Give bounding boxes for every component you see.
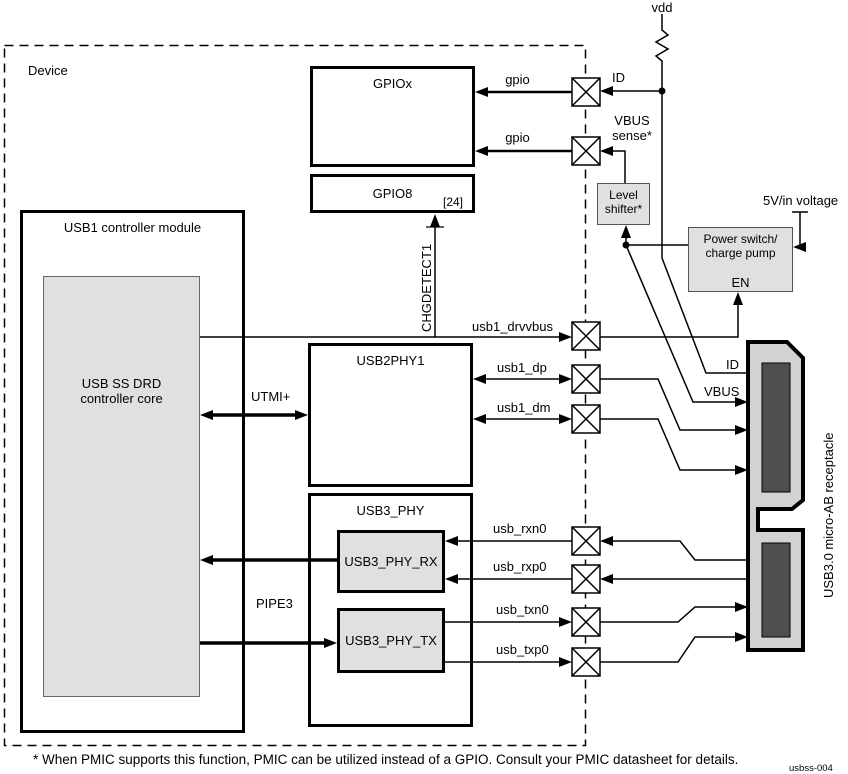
- receptacle-id-label: ID: [726, 357, 739, 372]
- usb3-receptacle: [746, 340, 805, 652]
- power-switch-block: Power switch/ charge pump EN: [688, 227, 793, 292]
- usb3-phy-title: USB3_PHY: [356, 503, 425, 518]
- pad-usb1-dm: [571, 404, 601, 434]
- io-pads: [571, 77, 601, 677]
- wire-drvvbus-pad-to-en: [600, 294, 739, 338]
- footnote: * When PMIC supports this function, PMIC…: [33, 752, 739, 767]
- core-title-line1: USB SS DRD: [81, 376, 162, 391]
- gpio8-block: GPIO8 [24]: [310, 174, 475, 213]
- wire-usb-txn0-to-receptacle: [600, 606, 737, 623]
- supply-5v-label: 5V/in voltage: [763, 193, 839, 208]
- wire-vdd-pullup-to-receptacle-id: [654, 14, 749, 374]
- usb1-drvvbus-label: usb1_drvvbus: [472, 319, 553, 334]
- chgdetect1-label: CHGDETECT1: [419, 244, 434, 332]
- wire-usb1-dm-to-receptacle: [600, 418, 737, 471]
- level-shifter-line1: Level: [609, 188, 638, 202]
- wire-levelshifter-to-vbus-sense-pad: [611, 150, 626, 183]
- usb2phy1-block: USB2PHY1: [308, 343, 473, 487]
- usb3-phy-tx-title: USB3_PHY_TX: [345, 633, 437, 648]
- pad-usb-rxp0: [571, 564, 601, 594]
- id-pad-label: ID: [612, 70, 625, 85]
- usb-ss-drd-core-block: USB SS DRD controller core: [43, 276, 200, 697]
- gpio8-bus-width-label: [24]: [442, 195, 463, 209]
- gpiox-title: GPIOx: [372, 76, 412, 91]
- wire-junction-to-receptacle-vbus: [625, 244, 737, 403]
- gpio8-title: GPIO8: [372, 186, 413, 201]
- core-title-line2: controller core: [80, 391, 163, 406]
- pad-id-gpio: [571, 77, 601, 107]
- receptacle-upper-slot: [761, 362, 791, 493]
- pad-usb-rxn0: [571, 526, 601, 556]
- junction-vbus: [622, 241, 630, 249]
- device-label: Device: [28, 63, 68, 78]
- usb-txn0-label: usb_txn0: [496, 602, 549, 617]
- usb1-dm-label: usb1_dm: [497, 400, 551, 415]
- usb1-dp-label: usb1_dp: [497, 360, 547, 375]
- power-switch-line1: Power switch/: [703, 232, 778, 246]
- utmi-label: UTMI+: [251, 389, 291, 404]
- wire-usb-txp0-to-receptacle: [600, 636, 737, 663]
- usb1-controller-module-block: USB1 controller module: [20, 210, 245, 733]
- vbus-sense-line2: sense*: [612, 128, 652, 143]
- usb2phy1-title: USB2PHY1: [356, 353, 425, 368]
- wire-usb-rxn0-from-receptacle: [612, 540, 749, 561]
- power-switch-line2: charge pump: [705, 246, 776, 260]
- usb3-phy-block: USB3_PHY: [308, 493, 473, 727]
- arrowheads: [200, 86, 806, 667]
- usb3-phy-rx-title: USB3_PHY_RX: [344, 554, 438, 569]
- pad-usb1-dp: [571, 364, 601, 394]
- usb3-phy-rx-block: USB3_PHY_RX: [337, 530, 445, 593]
- pad-vbus-sense-gpio: [571, 136, 601, 166]
- usb-rxp0-label: usb_rxp0: [493, 559, 547, 574]
- usb1-controller-module-title: USB1 controller module: [63, 220, 202, 235]
- usb3-phy-tx-block: USB3_PHY_TX: [337, 608, 445, 673]
- power-switch-en-label: EN: [731, 275, 750, 290]
- pad-usb1-drvvbus: [571, 321, 601, 351]
- wire-usb1-dp-to-receptacle: [600, 378, 737, 431]
- junction-dots: [622, 87, 666, 249]
- level-shifter-block: Level shifter*: [597, 183, 650, 225]
- usb-rxn0-label: usb_rxn0: [493, 521, 547, 536]
- gpiox-block: GPIOx: [310, 66, 475, 167]
- wire-5v-to-powerswitch: [795, 212, 801, 248]
- vdd-label: vdd: [651, 0, 673, 15]
- receptacle-vbus-label: VBUS: [704, 384, 740, 399]
- pad-usb-txn0: [571, 607, 601, 637]
- receptacle-label: USB3.0 micro-AB receptacle: [821, 433, 836, 598]
- device-boundary-dashed-box: [3, 44, 587, 747]
- usb-txp0-label: usb_txp0: [496, 642, 549, 657]
- pad-usb-txp0: [571, 647, 601, 677]
- vbus-sense-label: VBUS sense*: [604, 113, 660, 143]
- pipe3-label: PIPE3: [256, 596, 293, 611]
- junction-vdd-id: [658, 87, 666, 95]
- level-shifter-line2: shifter*: [604, 202, 643, 216]
- receptacle-lower-slot: [761, 542, 791, 638]
- figure-id: usbss-004: [789, 763, 833, 774]
- gpio-top-label: gpio: [505, 72, 530, 87]
- vbus-sense-line1: VBUS: [614, 113, 650, 128]
- gpio-bottom-label: gpio: [505, 130, 530, 145]
